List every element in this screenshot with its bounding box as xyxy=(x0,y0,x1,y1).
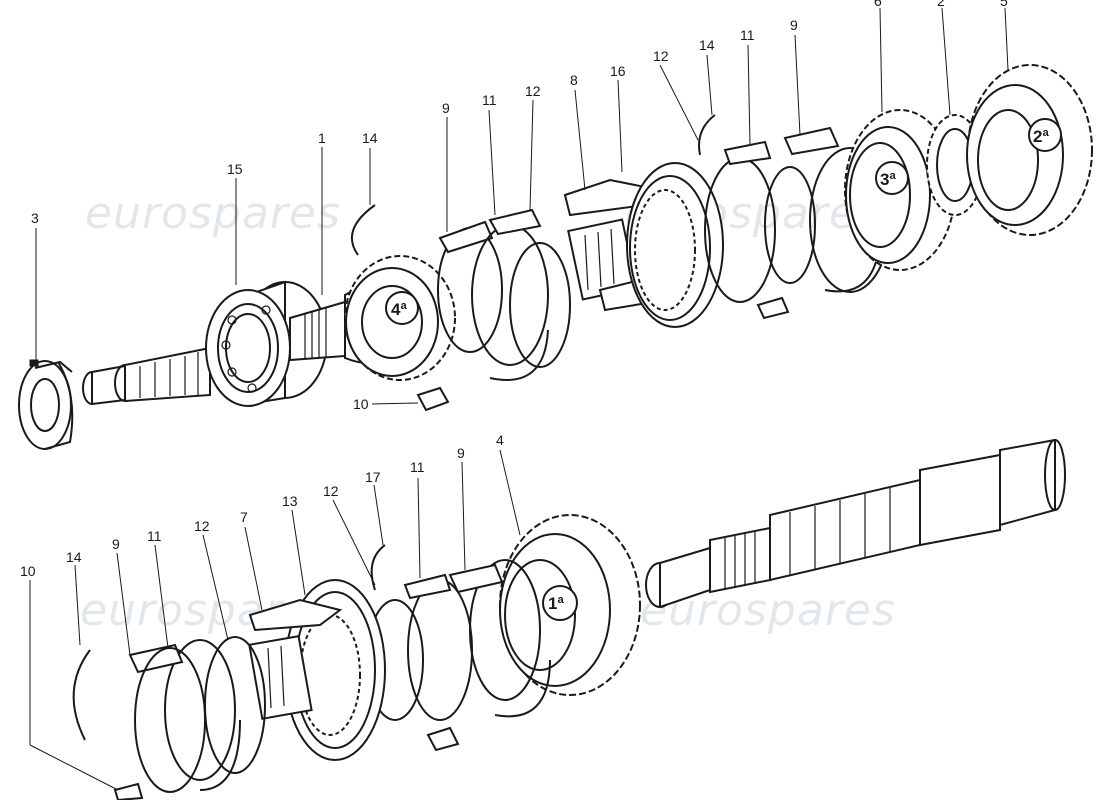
callout-17: 17 xyxy=(365,469,381,485)
callout-12-upper-right: 12 xyxy=(653,48,669,64)
callout-11-upper-right: 11 xyxy=(740,27,755,43)
synchro-rings-upper-left xyxy=(471,208,571,381)
callout-3: 3 xyxy=(31,210,39,226)
shift-keys-upper xyxy=(416,296,790,412)
shift-keys-lower xyxy=(113,726,460,800)
callout-14-upper-right: 14 xyxy=(699,37,715,53)
callout-5: 5 xyxy=(1000,0,1008,9)
ring-nut-part xyxy=(18,359,74,450)
callout-11-lower-left: 11 xyxy=(147,528,162,544)
callout-14-upper-left: 14 xyxy=(362,130,378,146)
lower-synchro-rings-middle xyxy=(366,544,473,721)
second-gear-part: 2ª xyxy=(966,64,1093,236)
callout-16: 16 xyxy=(610,63,626,79)
gear-badge-second: 2ª xyxy=(1033,127,1049,146)
callout-9-upper-left: 9 xyxy=(442,100,450,116)
callout-12-lower-left: 12 xyxy=(194,518,210,534)
callout-4: 4 xyxy=(496,432,504,448)
callout-2: 2 xyxy=(937,0,945,9)
lower-snap-ring-part xyxy=(72,649,91,741)
callout-12-upper-left: 12 xyxy=(525,83,541,99)
callout-7: 7 xyxy=(240,509,248,525)
gear-badge-third: 3ª xyxy=(880,170,896,189)
callout-12-lower-right: 12 xyxy=(323,483,339,499)
callout-14-lower: 14 xyxy=(66,549,82,565)
callout-13: 13 xyxy=(282,493,298,509)
callout-11-lower-right: 11 xyxy=(410,459,425,475)
lower-leader-lines xyxy=(29,449,521,791)
lower-synchro-rings-left xyxy=(128,636,266,793)
callout-9-upper-right: 9 xyxy=(790,17,798,33)
callout-15: 15 xyxy=(227,161,243,177)
synchro-ring-part xyxy=(437,220,503,353)
callout-8: 8 xyxy=(570,72,578,88)
callout-10-lower: 10 xyxy=(20,563,36,579)
callout-10-upper: 10 xyxy=(353,396,369,412)
first-gear-part: 1ª xyxy=(499,514,641,696)
upper-leader-lines xyxy=(35,7,1009,405)
lower-shaft-assembly: 1ª xyxy=(20,432,1066,800)
snap-ring-part xyxy=(350,204,376,256)
gear-badge-fourth: 4ª xyxy=(391,300,407,319)
upper-callouts: 3 15 1 14 9 11 12 8 16 12 14 11 9 6 2 5 … xyxy=(31,0,1008,412)
callout-9-lower-right: 9 xyxy=(457,445,465,461)
output-shaft xyxy=(645,438,1066,609)
lower-callouts: 10 14 9 11 12 7 13 12 17 11 9 4 xyxy=(20,432,504,579)
callout-9-lower-left: 9 xyxy=(112,536,120,552)
fourth-gear-part: 4ª xyxy=(344,255,456,381)
callout-6: 6 xyxy=(874,0,882,9)
gear-badge-first: 1ª xyxy=(548,594,564,613)
synchro-rings-upper-right xyxy=(698,114,816,303)
watermark-upper-left: eurospares xyxy=(85,188,341,239)
shift-sleeve-part xyxy=(563,178,667,312)
hub-ring-part xyxy=(626,162,724,328)
bearing-part xyxy=(205,280,328,407)
upper-shaft-assembly: 4ª xyxy=(18,0,1093,450)
callout-1: 1 xyxy=(318,130,326,146)
input-shaft xyxy=(82,346,211,406)
callout-11-upper-left: 11 xyxy=(482,92,497,108)
